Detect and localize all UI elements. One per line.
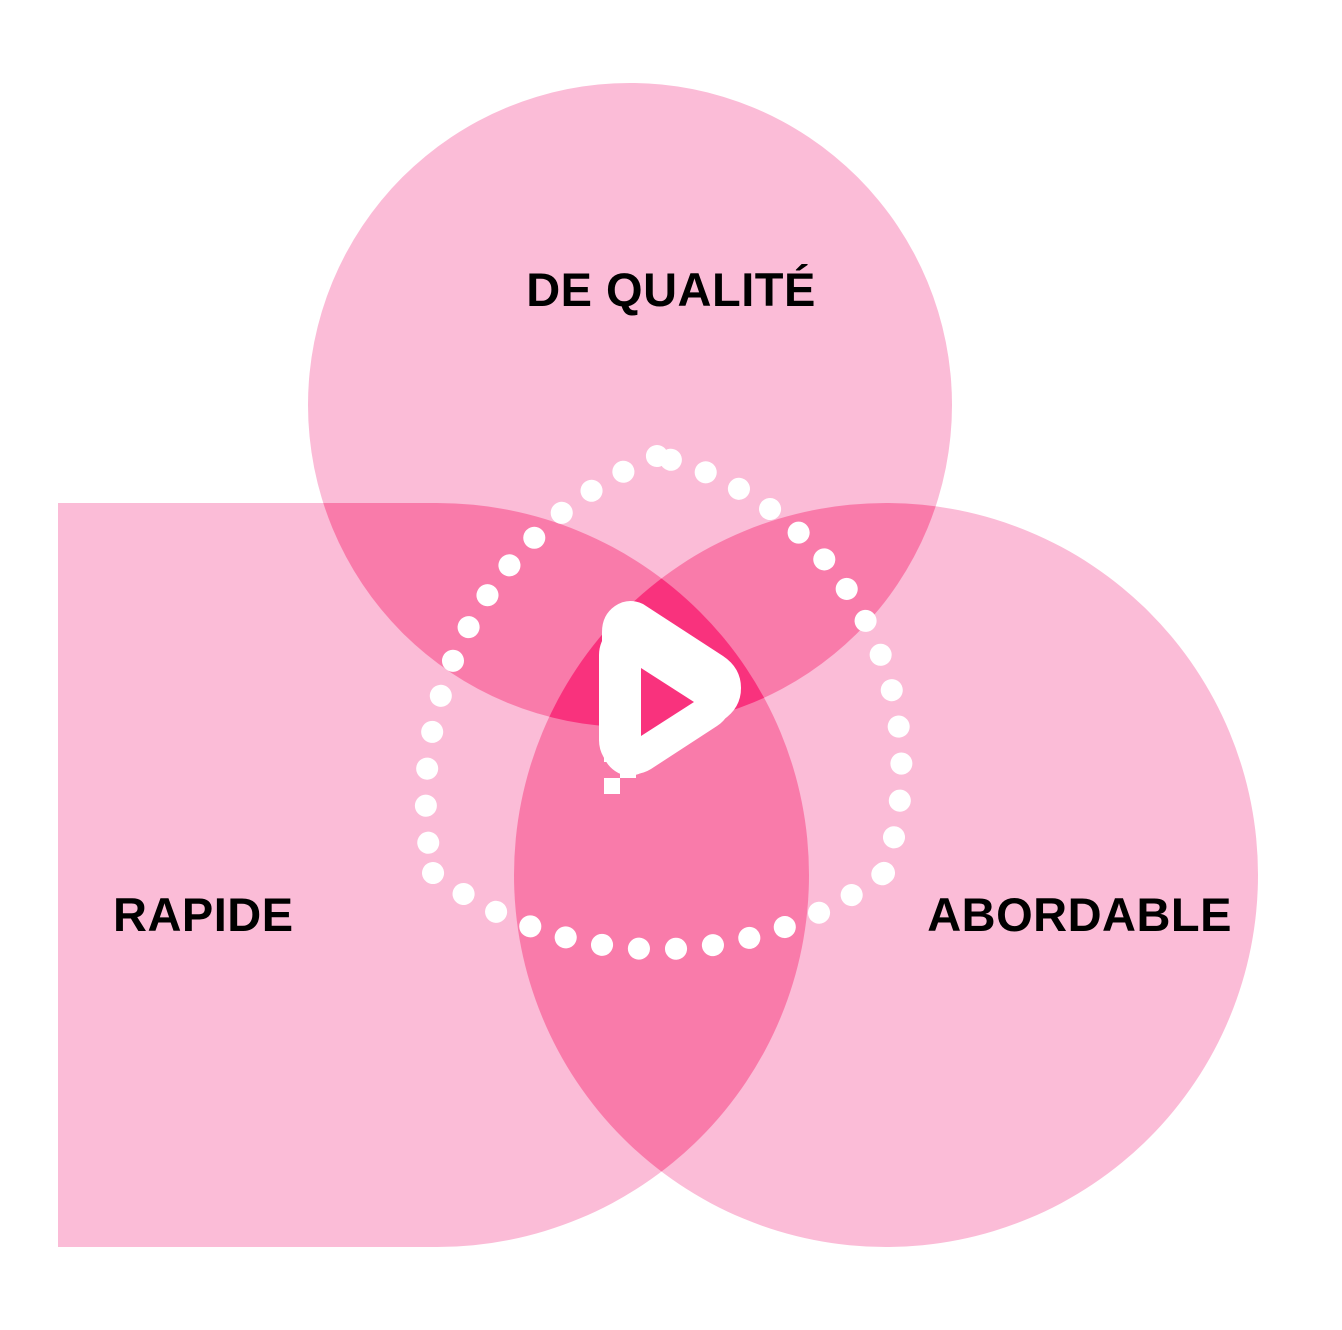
pixel-play-p-logo (598, 600, 741, 794)
venn-label-left: RAPIDE (113, 888, 294, 941)
venn-label-right: ABORDABLE (927, 888, 1232, 941)
center-dotted-border (414, 445, 913, 961)
pixel-tail (604, 650, 636, 794)
venn-label-top: DE QUALITÉ (526, 263, 816, 316)
